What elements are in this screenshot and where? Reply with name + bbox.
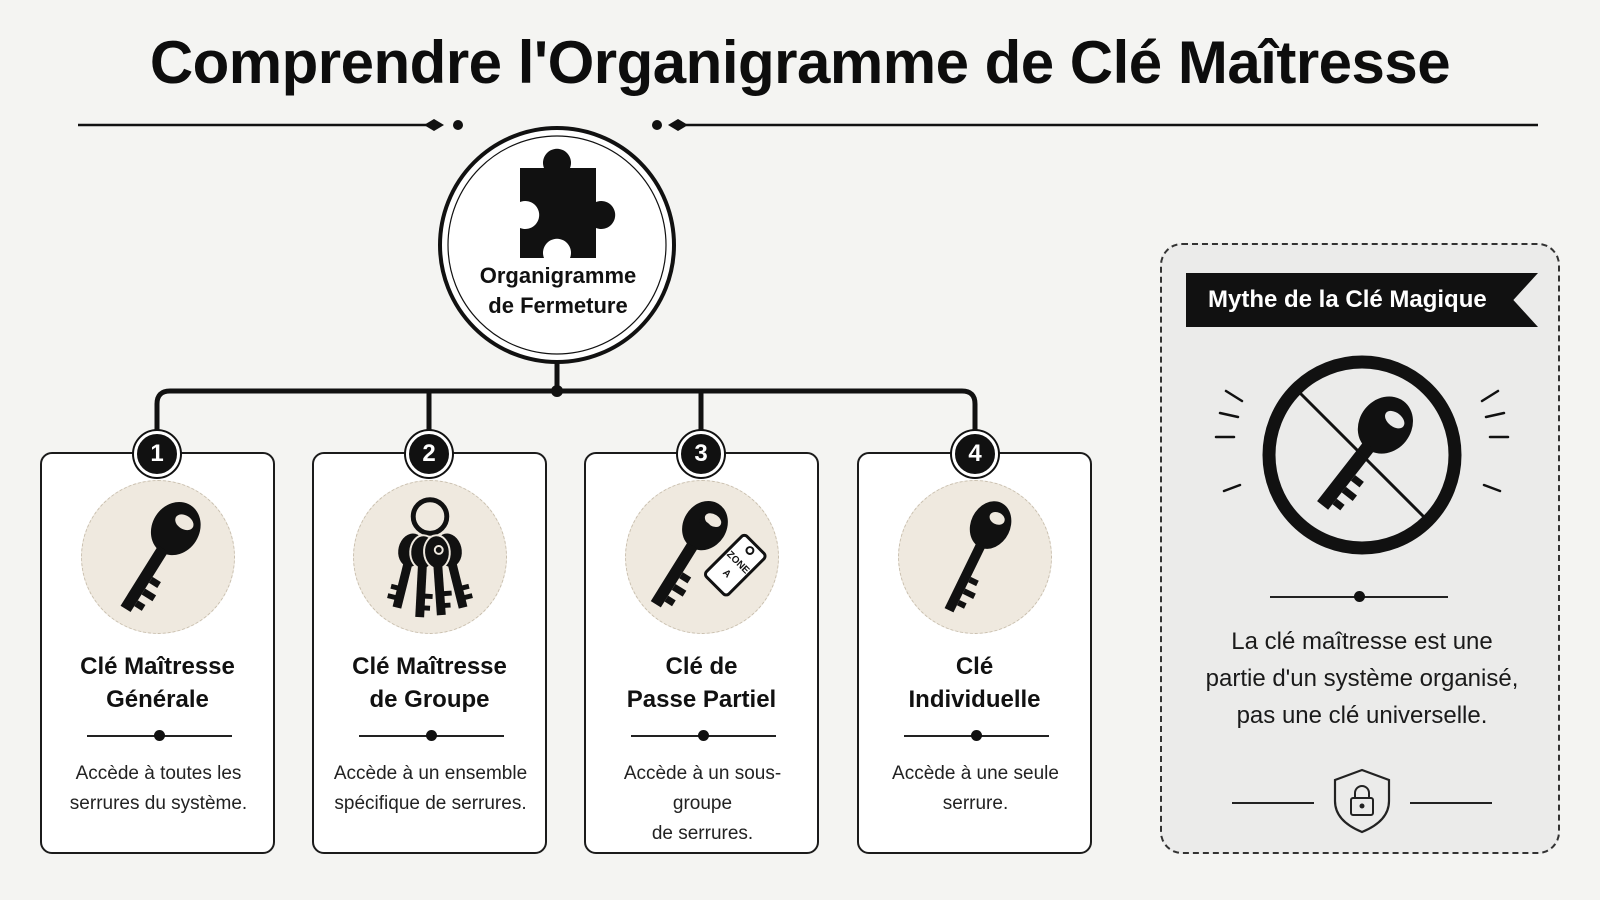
card-master-group: Clé Maîtresse de Groupe Accède à un ense… <box>312 452 547 854</box>
card-title: Clé Maîtresse de Groupe <box>352 653 507 713</box>
root-node-label: Organigramme de Fermeture <box>479 263 637 318</box>
myth-banner: Mythe de la Clé Magique <box>1186 273 1538 327</box>
card-title: Clé Maîtresse Générale <box>80 653 235 713</box>
card-title: Clé de Passe Partiel <box>626 653 777 713</box>
card-number-badge: 4 <box>952 431 998 477</box>
key-with-tag-icon: ZONE A <box>650 500 767 608</box>
single-key-icon <box>944 501 1012 613</box>
card-number-badge: 3 <box>678 431 724 477</box>
single-key-icon <box>120 501 201 613</box>
card-description: Accède à toutes les serrures du système. <box>69 763 248 814</box>
key-ring-icon <box>387 497 473 618</box>
card-description: Accède à un ensemble spécifique de serru… <box>333 763 528 814</box>
card-divider-dot <box>698 730 709 741</box>
page-title: Comprendre l'Organigramme de Clé Maîtres… <box>149 29 1451 96</box>
no-key-icon <box>1214 355 1510 555</box>
card-divider-dot <box>971 730 982 741</box>
card-number-badge: 1 <box>134 431 180 477</box>
card-description: Accède à une seule serrure. <box>892 763 1059 814</box>
root-node <box>438 126 676 364</box>
card-divider-dot <box>154 730 165 741</box>
card-icon-disc: ZONE A <box>625 480 779 634</box>
myth-statement: La clé maîtresse est une partie d'un sys… <box>1205 628 1519 729</box>
tree-lines <box>154 357 978 438</box>
myth-footer <box>1232 768 1492 834</box>
myth-panel: Mythe de la Clé Magique La clé maîtresse… <box>1160 243 1560 854</box>
card-partial-pass: ZONE A Clé de Passe Partiel Accède à un … <box>584 452 819 854</box>
card-description: Accède à un sous-groupe de serrures. <box>623 763 782 844</box>
card-title: Clé Individuelle <box>908 653 1041 713</box>
card-master-general: Clé Maîtresse Générale Accède à toutes l… <box>40 452 275 854</box>
shield-lock-icon <box>1333 768 1391 834</box>
card-individual: Clé Individuelle Accède à une seule serr… <box>857 452 1092 854</box>
myth-divider-dot <box>1354 591 1365 602</box>
header-divider <box>78 119 1538 131</box>
card-divider-dot <box>426 730 437 741</box>
card-icon-disc <box>898 480 1052 634</box>
card-number-badge: 2 <box>406 431 452 477</box>
card-icon-disc <box>81 480 235 634</box>
puzzle-piece-icon <box>520 148 616 258</box>
card-icon-disc <box>353 480 507 634</box>
